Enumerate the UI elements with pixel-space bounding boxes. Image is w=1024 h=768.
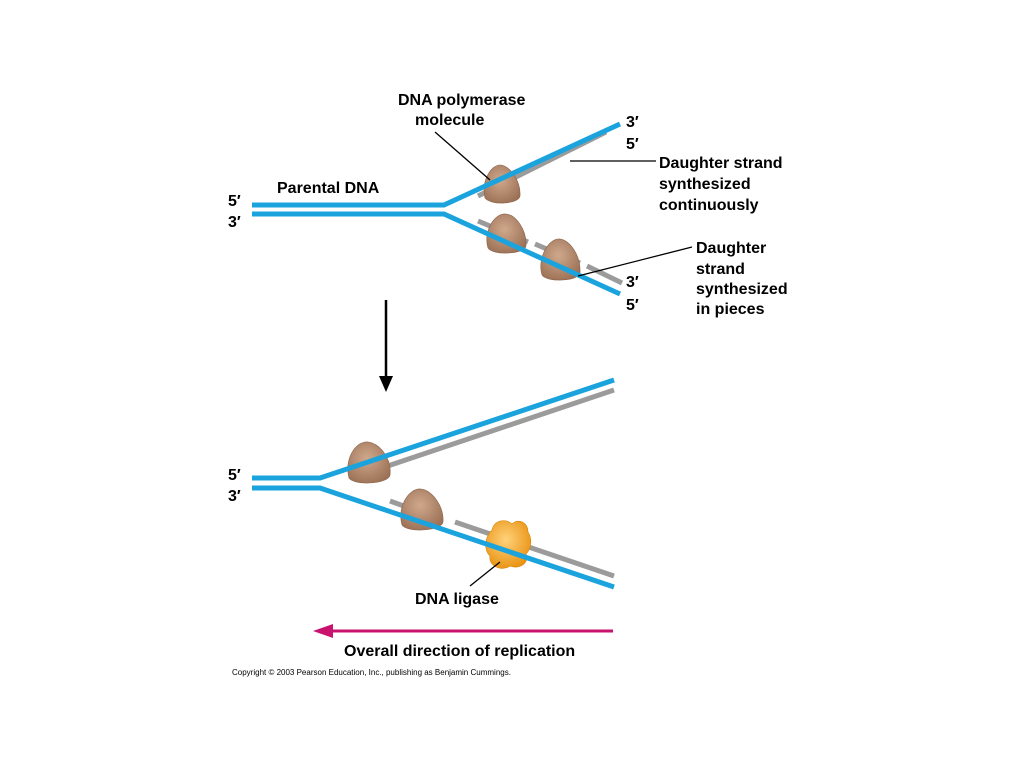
upper-3prime-end-label: 3′	[626, 114, 639, 131]
top-3prime-left-label: 3′	[228, 214, 241, 231]
left-arrow-icon	[313, 624, 613, 638]
polymerase-label-line2: molecule	[415, 112, 484, 129]
top-parental-upper-strand	[252, 121, 622, 208]
down-arrow-icon	[379, 300, 393, 392]
bottom-5prime-left-label: 5′	[228, 467, 241, 484]
leading-strand-label-line3: continuously	[659, 197, 759, 214]
ligase-leader-line	[469, 561, 501, 587]
upper-5prime-end-label: 5′	[626, 136, 639, 153]
bottom-3prime-left-label: 3′	[228, 488, 241, 505]
top-5prime-left-label: 5′	[228, 193, 241, 210]
bottom-parental-upper-strand	[252, 377, 615, 481]
lagging-strand-label-line3: synthesized	[696, 281, 788, 298]
lower-3prime-end-label: 3′	[626, 274, 639, 291]
lagging-strand-leader-line	[577, 246, 693, 277]
bottom-parental-lower-strand	[252, 485, 615, 590]
polymerase-label-line1: DNA polymerase	[398, 92, 526, 109]
leading-strand-label-line2: synthesized	[659, 176, 751, 193]
top-okazaki-fragment-3	[585, 263, 624, 286]
parental-dna-label: Parental DNA	[277, 180, 380, 197]
lower-5prime-end-label: 5′	[626, 297, 639, 314]
top-panel: 5′ 3′ Parental DNA DNA polymerase molecu…	[228, 92, 788, 318]
copyright-text: Copyright © 2003 Pearson Education, Inc.…	[232, 668, 511, 677]
dna-ligase-label: DNA ligase	[415, 591, 499, 608]
lagging-strand-label-line2: strand	[696, 261, 745, 278]
top-lagging-polymerase-1	[486, 213, 527, 254]
direction-of-replication-label: Overall direction of replication	[344, 643, 575, 660]
bottom-lagging-daughter-fragment-2	[454, 519, 615, 579]
lagging-strand-label-line1: Daughter	[696, 240, 766, 257]
bottom-panel: 5′ 3′ DNA ligase Overall direction of re…	[228, 377, 615, 660]
leading-strand-label-line1: Daughter strand	[659, 155, 783, 172]
top-parental-lower-strand	[252, 211, 622, 297]
lagging-strand-label-line4: in pieces	[696, 301, 765, 318]
bottom-leading-daughter-strand	[351, 387, 615, 481]
polymerase-leader-line	[434, 131, 491, 181]
